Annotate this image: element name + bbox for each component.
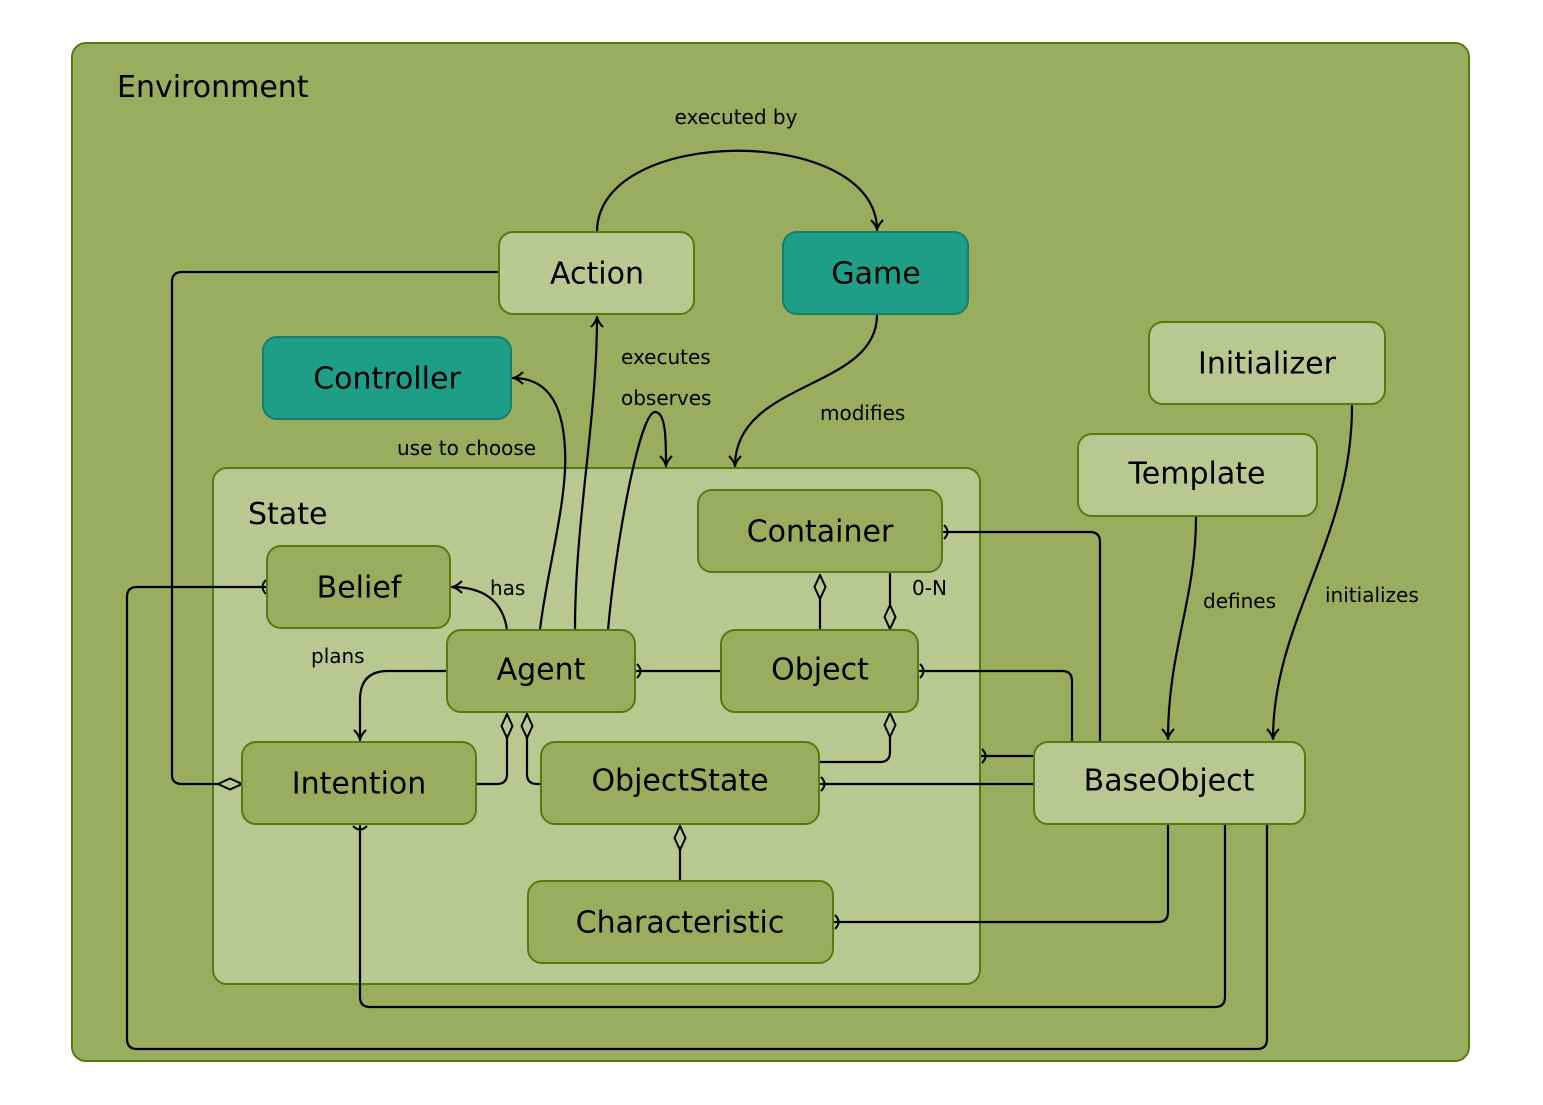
label-executes: executes bbox=[621, 345, 711, 369]
node-intention: Intention bbox=[241, 741, 477, 825]
node-action-label: Action bbox=[550, 257, 644, 292]
label-observes: observes bbox=[621, 386, 711, 410]
label-initializes: initializes bbox=[1325, 583, 1419, 607]
edge-game-state bbox=[728, 313, 879, 468]
node-object-label: Object bbox=[771, 653, 869, 688]
edge-baseobject-container bbox=[942, 524, 1102, 743]
environment-title: Environment bbox=[117, 70, 309, 105]
label-modifies: modifies bbox=[820, 401, 905, 425]
node-controller-label: Controller bbox=[313, 362, 461, 397]
edge-agent-controller bbox=[511, 371, 567, 632]
edge-action-intention bbox=[170, 270, 501, 784]
node-action: Action bbox=[498, 231, 695, 315]
label-defines: defines bbox=[1203, 589, 1276, 613]
edge-baseobject-belief bbox=[125, 579, 1269, 1051]
node-game-label: Game bbox=[831, 257, 920, 292]
node-initializer: Initializer bbox=[1148, 321, 1386, 405]
node-intention-label: Intention bbox=[292, 767, 427, 802]
state-title: State bbox=[248, 497, 327, 532]
node-characteristic: Characteristic bbox=[527, 880, 834, 964]
edge-objectstate-agent bbox=[527, 712, 543, 786]
node-container: Container bbox=[697, 489, 943, 573]
node-object: Object bbox=[720, 629, 919, 713]
node-baseobject: BaseObject bbox=[1033, 741, 1306, 825]
edge-baseobject-object bbox=[918, 663, 1074, 743]
edge-agent-belief bbox=[450, 580, 509, 632]
edge-baseobject-intention bbox=[352, 823, 1227, 1009]
node-agent-label: Agent bbox=[497, 653, 586, 688]
node-game: Game bbox=[782, 231, 969, 315]
edge-baseobject-characteristic bbox=[833, 823, 1170, 930]
edge-agent-action bbox=[573, 315, 604, 632]
node-characteristic-label: Characteristic bbox=[576, 906, 785, 941]
edge-agent-intention bbox=[353, 669, 449, 742]
edge-template-baseobject bbox=[1161, 515, 1198, 741]
edge-initializer-baseobject bbox=[1266, 404, 1354, 741]
node-belief: Belief bbox=[266, 545, 451, 629]
edge-agent-state bbox=[606, 410, 673, 632]
edge-objectstate-object bbox=[818, 711, 890, 764]
node-controller: Controller bbox=[262, 336, 512, 420]
node-objectstate: ObjectState bbox=[540, 741, 820, 825]
label-has: has bbox=[490, 576, 525, 600]
label-zero-to-n: 0-N bbox=[912, 576, 947, 600]
node-template: Template bbox=[1077, 433, 1318, 517]
node-initializer-label: Initializer bbox=[1198, 347, 1337, 382]
node-baseobject-label: BaseObject bbox=[1084, 764, 1255, 799]
label-use-to-choose: use to choose bbox=[397, 436, 536, 460]
node-objectstate-label: ObjectState bbox=[591, 764, 768, 799]
label-plans: plans bbox=[311, 644, 365, 668]
edge-action-game bbox=[595, 149, 884, 234]
label-executed-by: executed by bbox=[675, 105, 798, 129]
node-agent: Agent bbox=[446, 629, 636, 713]
node-belief-label: Belief bbox=[317, 571, 403, 606]
edge-intention-agent bbox=[475, 712, 507, 786]
node-template-label: Template bbox=[1128, 457, 1266, 492]
node-container-label: Container bbox=[747, 515, 894, 550]
